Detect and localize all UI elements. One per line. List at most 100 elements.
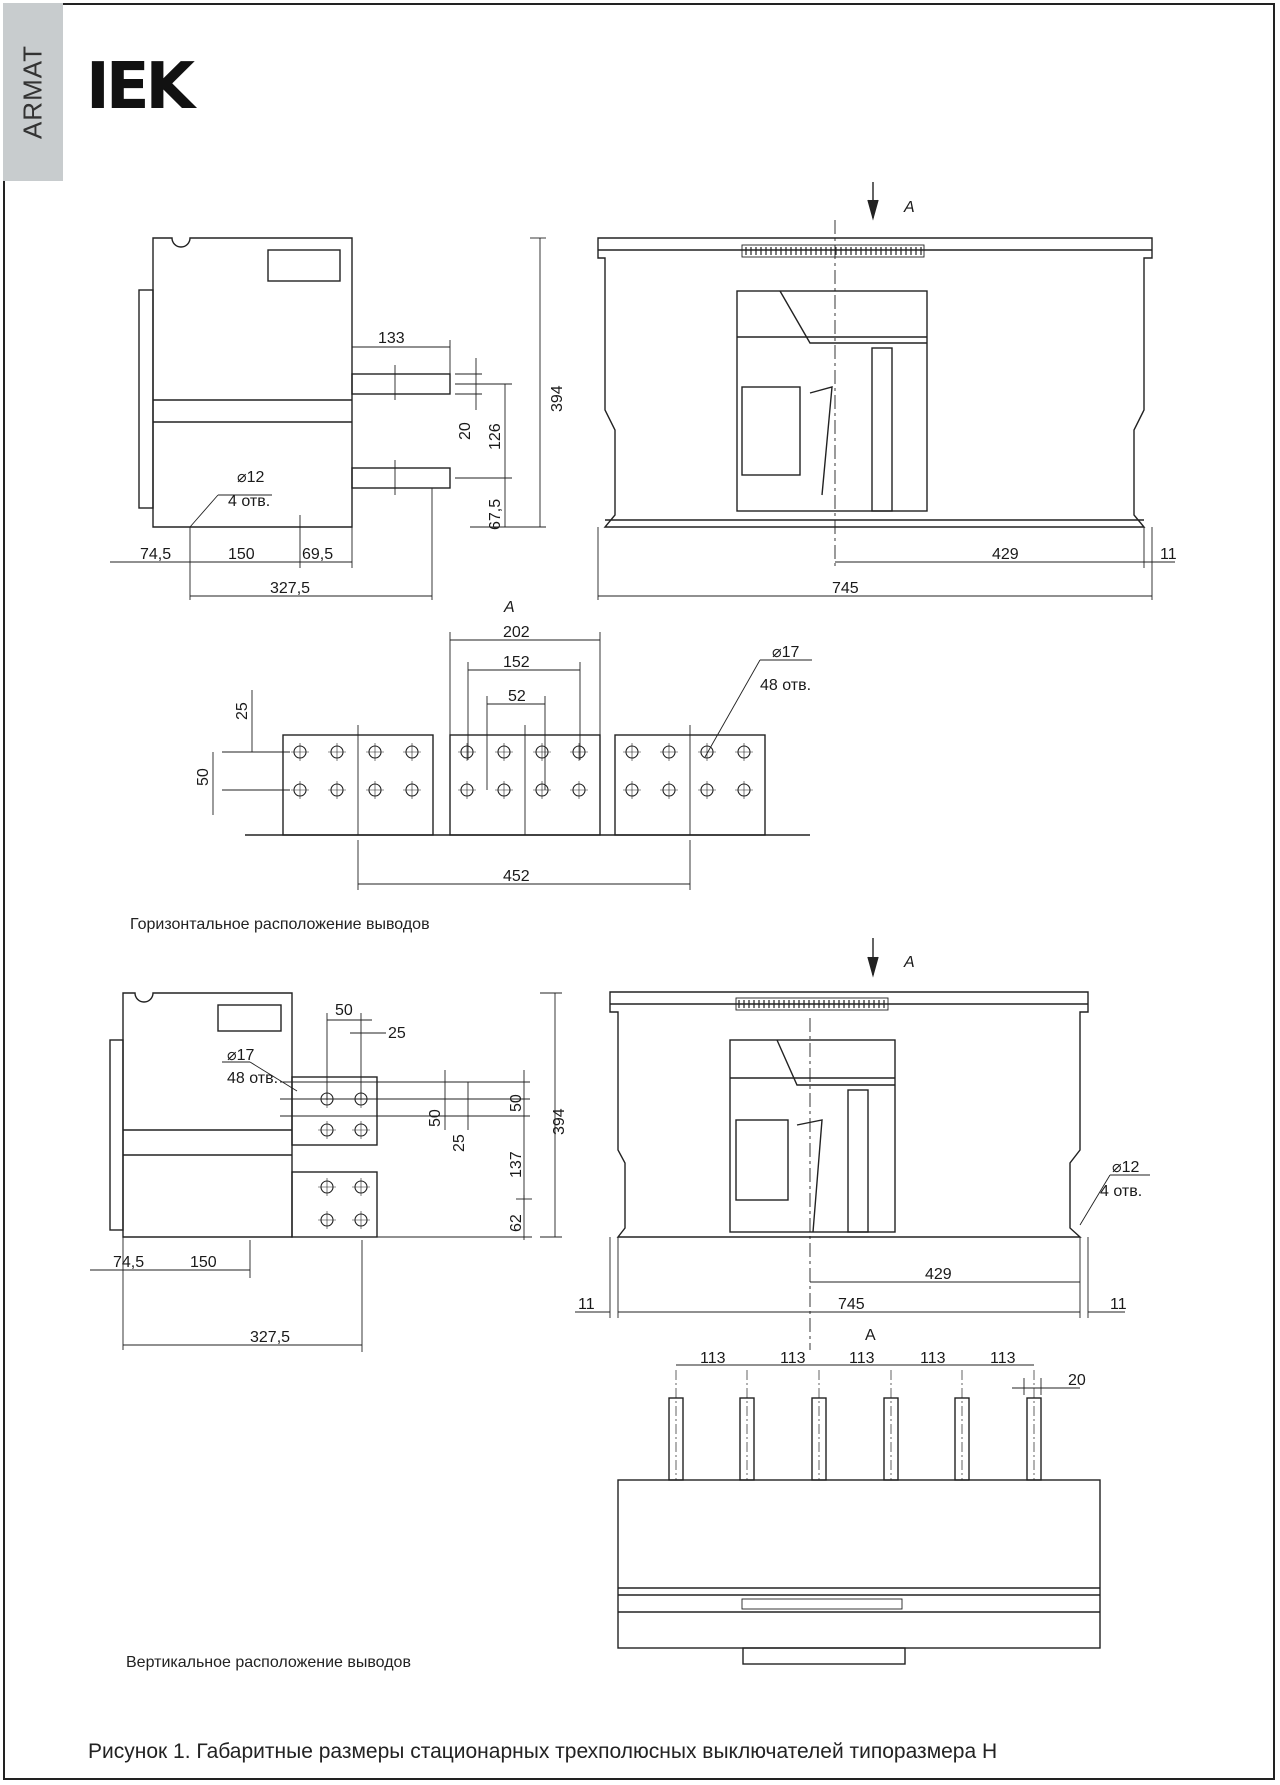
- terminal-hole-centerline: [291, 781, 309, 799]
- terminal-hole-centerline: [352, 1178, 370, 1196]
- dim-h-side-133: 133: [378, 330, 405, 347]
- h-side-hole-diameter: ⌀12: [237, 469, 265, 486]
- v-side-holes: [318, 1090, 370, 1229]
- dim-v-side-74-5: 74,5: [113, 1254, 144, 1271]
- h-term-hole-diameter: ⌀17: [772, 644, 800, 661]
- dim-v-front-11-left: 11: [578, 1296, 595, 1313]
- terminal-hole-centerline: [735, 781, 753, 799]
- terminal-hole-centerline: [318, 1121, 336, 1139]
- dim-v-front-429: 429: [925, 1266, 952, 1283]
- v-front-view: [609, 991, 1089, 1238]
- page-frame: [3, 3, 1275, 1780]
- dim-h-term-202: 202: [503, 624, 530, 641]
- terminal-hole-centerline: [698, 743, 716, 761]
- dim-v-front-11-right: 11: [1110, 1296, 1127, 1313]
- terminal-hole-centerline: [366, 743, 384, 761]
- h-side-view: [138, 237, 451, 528]
- view-arrow-a-top-label: A: [903, 199, 915, 216]
- terminal-hole-centerline: [366, 781, 384, 799]
- terminal-hole-centerline: [352, 1121, 370, 1139]
- view-arrow-a-top: [867, 182, 879, 221]
- dim-v-term-113-a: 113: [700, 1350, 726, 1367]
- dim-v-term-20: 20: [1068, 1372, 1086, 1389]
- terminal-hole-centerline: [660, 781, 678, 799]
- terminal-hole-centerline: [352, 1211, 370, 1229]
- terminal-hole-centerline: [570, 743, 588, 761]
- dim-h-front-429: 429: [992, 546, 1019, 563]
- dim-v-term-113-c: 113: [849, 1350, 875, 1367]
- dim-v-term-113-d: 113: [920, 1350, 946, 1367]
- dim-h-side-67-5: 67,5: [487, 499, 504, 530]
- v-side-hole-diameter: ⌀17: [227, 1047, 255, 1064]
- dim-h-front-11: 11: [1160, 546, 1177, 563]
- terminal-hole-centerline: [698, 781, 716, 799]
- terminal-hole-centerline: [328, 743, 346, 761]
- dim-v-side-150: 150: [190, 1254, 217, 1271]
- h-terminal-view: [245, 725, 810, 836]
- terminal-hole-centerline: [458, 781, 476, 799]
- terminal-hole-centerline: [623, 781, 641, 799]
- dim-v-side-50-mid: 50: [427, 1109, 444, 1127]
- h-front-view: [597, 237, 1153, 528]
- brand-logo: IEK: [86, 50, 195, 124]
- terminal-hole-centerline: [533, 743, 551, 761]
- terminal-hole-centerline: [318, 1211, 336, 1229]
- terminal-hole-centerline: [533, 781, 551, 799]
- dim-v-side-394: 394: [551, 1108, 568, 1135]
- v-front-hole-diameter: ⌀12: [1112, 1159, 1140, 1176]
- v-front-vents: [738, 1000, 885, 1008]
- h-front-dimensions: [597, 220, 1175, 600]
- terminal-hole-centerline: [458, 743, 476, 761]
- view-a-label-vertical: A: [865, 1327, 876, 1344]
- dim-v-side-137: 137: [508, 1151, 525, 1178]
- dim-v-side-25-mid: 25: [451, 1134, 468, 1152]
- dim-v-side-327-5: 327,5: [250, 1329, 290, 1346]
- dim-h-side-394: 394: [549, 385, 566, 412]
- dim-h-term-152: 152: [503, 654, 530, 671]
- terminal-hole-centerline: [623, 743, 641, 761]
- dim-h-term-25: 25: [234, 702, 251, 720]
- terminal-hole-centerline: [495, 743, 513, 761]
- dim-v-term-113-b: 113: [780, 1350, 806, 1367]
- terminal-hole-centerline: [403, 743, 421, 761]
- v-side-hole-count: 48 отв.: [227, 1070, 278, 1087]
- h-terminal-dimensions: [212, 632, 812, 890]
- terminal-hole-centerline: [328, 781, 346, 799]
- view-arrow-a-bottom-label: A: [903, 954, 915, 971]
- dim-v-front-745: 745: [838, 1296, 865, 1313]
- terminal-hole-centerline: [735, 743, 753, 761]
- terminal-hole-centerline: [660, 743, 678, 761]
- dim-v-term-113-e: 113: [990, 1350, 1016, 1367]
- horizontal-layout-caption: Горизонтальное расположение выводов: [130, 916, 430, 933]
- view-a-label-horizontal: A: [503, 599, 515, 616]
- dim-v-side-25-top: 25: [388, 1025, 406, 1042]
- h-term-hole-count: 48 отв.: [760, 677, 811, 694]
- h-front-vents: [745, 247, 922, 255]
- v-side-dimensions: [90, 992, 562, 1352]
- dim-v-side-62: 62: [508, 1214, 525, 1232]
- terminal-hole-centerline: [318, 1178, 336, 1196]
- dim-h-front-745: 745: [832, 580, 859, 597]
- dim-h-side-20: 20: [457, 422, 474, 440]
- vertical-layout-caption: Вертикальное расположение выводов: [126, 1654, 411, 1671]
- dim-h-term-50: 50: [195, 768, 212, 786]
- v-front-hole-count: 4 отв.: [1100, 1183, 1142, 1200]
- v-terminal-view: [617, 1370, 1101, 1665]
- view-arrow-a-bottom: [867, 938, 879, 978]
- v-terminal-dimensions: [676, 1364, 1080, 1395]
- dim-h-side-74-5: 74,5: [140, 546, 171, 563]
- h-terminal-holes: [291, 743, 753, 799]
- figure-caption: Рисунок 1. Габаритные размеры стационарн…: [88, 1740, 998, 1763]
- h-side-dimensions: [110, 237, 546, 600]
- terminal-hole-centerline: [570, 781, 588, 799]
- dim-h-term-452: 452: [503, 868, 530, 885]
- dim-h-side-126: 126: [487, 423, 504, 450]
- terminal-hole-centerline: [495, 781, 513, 799]
- dim-h-term-52: 52: [508, 688, 526, 705]
- dim-v-side-50-top: 50: [335, 1002, 353, 1019]
- dim-h-side-150: 150: [228, 546, 255, 563]
- dim-h-side-69-5: 69,5: [302, 546, 333, 563]
- series-tab: ARMAT: [3, 3, 63, 181]
- dim-h-side-327-5: 327,5: [270, 580, 310, 597]
